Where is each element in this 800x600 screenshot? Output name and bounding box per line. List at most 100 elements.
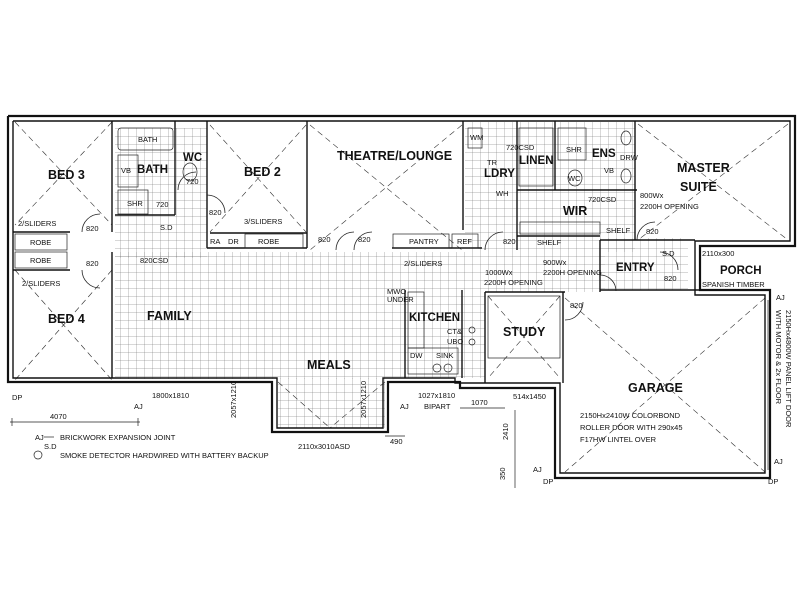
smoke-detector-icon — [33, 450, 43, 460]
sink-bowl-1 — [432, 363, 442, 373]
diag — [209, 124, 307, 233]
label: ROBE — [30, 238, 51, 247]
door-swing — [484, 231, 504, 251]
label: REF — [457, 237, 472, 246]
shower — [117, 189, 149, 215]
study-desk — [487, 295, 561, 359]
linen-shelves — [518, 127, 554, 187]
label: 2/SLIDERS — [22, 279, 60, 288]
label: MWO — [387, 287, 406, 296]
outer-wall-main — [6, 114, 797, 480]
room-label-suite: SUITE — [680, 180, 717, 194]
label: 514x1450 — [513, 392, 546, 401]
doors — [81, 171, 679, 321]
label: 1070 — [471, 398, 488, 407]
internal-walls — [13, 121, 700, 383]
label: SINK — [436, 351, 454, 360]
room-label-meals: MEALS — [307, 358, 351, 372]
kitchen-island — [407, 291, 425, 349]
room-diagonals — [14, 121, 789, 473]
cooktop-ring-2 — [468, 338, 476, 346]
room-label-theatre: THEATRE/LOUNGE — [337, 149, 452, 163]
label: DP — [12, 393, 22, 402]
label: 2057x1210 — [359, 381, 368, 418]
label: 820 — [86, 224, 99, 233]
door-swing — [81, 269, 101, 289]
label: RA — [210, 237, 220, 246]
door-swing — [335, 231, 355, 251]
door-swing — [81, 213, 101, 233]
tiled-areas — [115, 122, 688, 428]
room-label-linen: LINEN — [519, 155, 554, 167]
label: WH — [496, 189, 509, 198]
room-label-master: MASTER — [677, 161, 730, 175]
door-swing — [206, 194, 226, 214]
label: 2200H OPENING — [640, 202, 699, 211]
door-swing — [636, 221, 656, 241]
label: 820 — [664, 274, 677, 283]
label: 820 — [570, 301, 583, 310]
diag — [487, 295, 561, 379]
label: AJ — [400, 402, 409, 411]
tiles-family — [115, 252, 385, 379]
label: ROBE — [30, 256, 51, 265]
label: 1027x1810 — [418, 391, 455, 400]
diag — [14, 269, 113, 381]
label: 4070 — [50, 412, 67, 421]
label: WC — [568, 174, 581, 183]
room-label-bed4: BED 4 — [48, 312, 85, 326]
sink-bowl-2 — [443, 363, 453, 373]
label: BATH — [138, 135, 157, 144]
room-label-kitchen: KITCHEN — [409, 312, 460, 324]
label: 900Wx — [543, 258, 567, 267]
room-label-garage: GARAGE — [628, 381, 683, 395]
label: PANTRY — [409, 237, 439, 246]
label: 820 — [646, 227, 659, 236]
label: 820 — [86, 259, 99, 268]
label: 720CSD — [588, 195, 617, 204]
toilet — [182, 162, 198, 182]
label: 2110x3010ASD — [298, 442, 351, 451]
label: 720 — [186, 177, 199, 186]
room-label-bath: BATH — [137, 164, 168, 176]
label: UBO — [447, 337, 463, 346]
label: BIPART — [424, 402, 451, 411]
label: DP — [543, 477, 553, 486]
fridge-space — [451, 233, 479, 249]
ens-shower — [557, 127, 587, 161]
tiles-bath — [115, 128, 207, 258]
label: 800Wx — [640, 191, 664, 200]
label: 2057x1210 — [229, 381, 238, 418]
label: 820CSD — [140, 256, 169, 265]
diag — [309, 124, 463, 251]
label: AJ — [533, 465, 542, 474]
diag — [637, 123, 789, 241]
room-label-bed3: BED 3 — [48, 168, 85, 182]
label: 2200H OPENING — [484, 278, 543, 287]
pantry-cupboard — [392, 233, 450, 249]
label: SHR — [566, 145, 582, 154]
diag — [564, 297, 766, 473]
robe-bed2 — [244, 233, 304, 249]
fixture-labels: BATH VB SHR 720 720 820 820 820 2/SLIDER… — [12, 133, 793, 486]
room-label-wc: WC — [183, 152, 202, 164]
diag — [277, 381, 331, 429]
label: 350 — [498, 467, 507, 480]
label: SPANISH TIMBER — [702, 280, 765, 289]
tiles-meals — [278, 378, 385, 428]
label: 820 — [209, 208, 222, 217]
room-label-ldry: LDRY — [484, 168, 515, 180]
diag — [14, 121, 113, 226]
tiles-corridor — [485, 252, 605, 292]
label: SHELF — [606, 226, 631, 235]
label: 490 — [390, 437, 403, 446]
room-label-ens: ENS — [592, 148, 616, 160]
label: UNDER — [387, 295, 414, 304]
tiles-kitchen — [385, 252, 485, 378]
room-label-entry: ENTRY — [616, 262, 655, 274]
dimension-lines — [10, 300, 769, 488]
wir-shelf — [519, 221, 601, 235]
label: TR — [487, 158, 498, 167]
room-label-wir: WIR — [563, 204, 587, 218]
legend: AJ BRICKWORK EXPANSION JOINT S.D SMOKE D… — [33, 433, 269, 460]
